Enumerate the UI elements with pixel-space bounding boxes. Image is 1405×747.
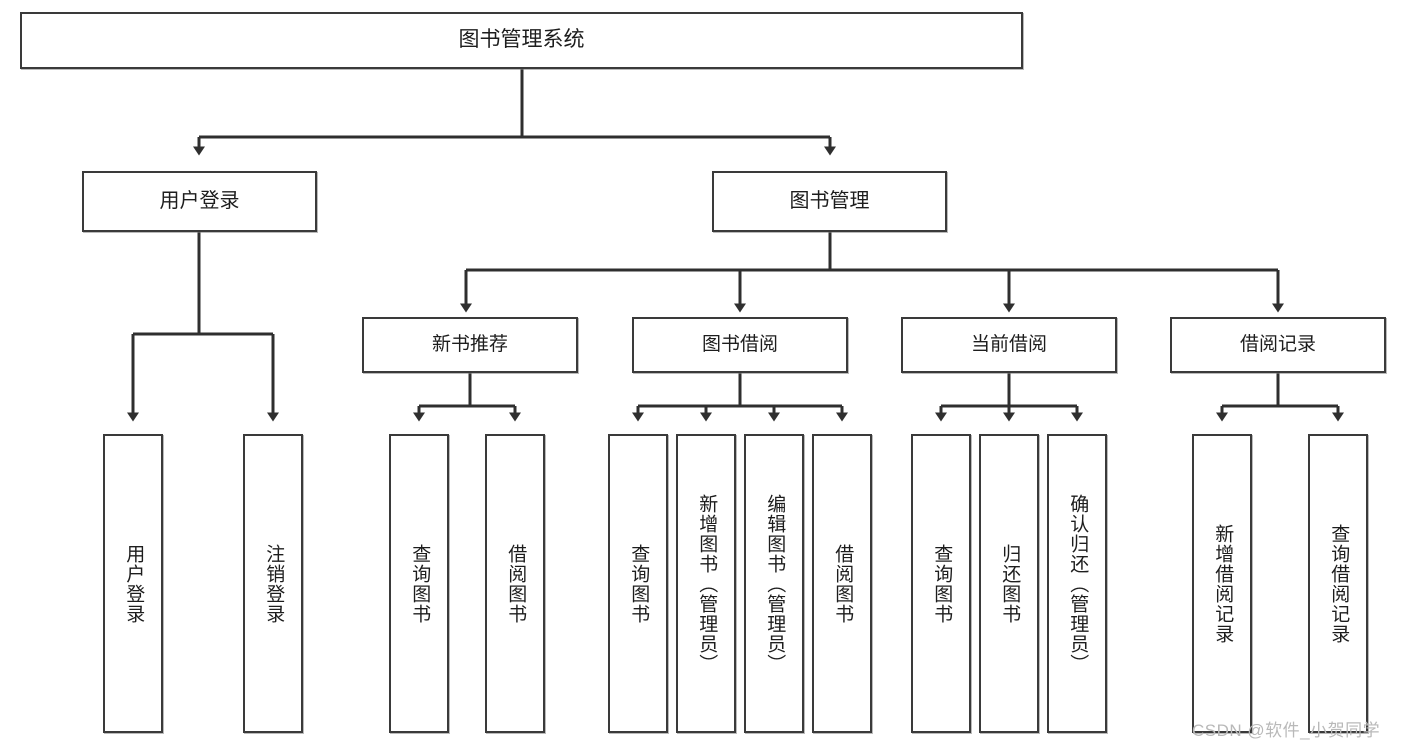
leaf-current-borrow-confirm-return[interactable]: 确认归还（管理员）	[1047, 434, 1107, 733]
node-new-book-recommend[interactable]: 新书推荐	[362, 317, 578, 373]
leaf-label: 新增借阅记录	[1212, 523, 1234, 644]
leaf-new-book-query[interactable]: 查询图书	[389, 434, 449, 733]
leaf-user-login-signout[interactable]: 注销登录	[243, 434, 303, 733]
node-book-management[interactable]: 图书管理	[712, 171, 947, 232]
leaf-label: 查询图书	[409, 543, 431, 624]
watermark-csdn: CSDN @软件_小贺同学	[1192, 716, 1380, 741]
node-book-borrow-label: 图书借阅	[701, 333, 778, 355]
leaf-new-book-borrow[interactable]: 借阅图书	[485, 434, 545, 733]
leaf-label: 新增图书（管理员）	[696, 493, 718, 674]
node-current-borrow[interactable]: 当前借阅	[901, 317, 1117, 373]
node-root-system[interactable]: 图书管理系统	[20, 12, 1023, 69]
leaf-label: 确认归还（管理员）	[1067, 493, 1089, 674]
leaf-label: 借阅图书	[832, 543, 854, 624]
leaf-book-borrow-query[interactable]: 查询图书	[608, 434, 668, 733]
leaf-book-borrow-lend[interactable]: 借阅图书	[812, 434, 872, 733]
node-new-book-recommend-label: 新书推荐	[431, 333, 508, 355]
node-book-management-label: 图书管理	[789, 189, 870, 212]
leaf-borrow-record-query[interactable]: 查询借阅记录	[1308, 434, 1368, 733]
leaf-label: 查询借阅记录	[1328, 523, 1350, 644]
leaf-current-borrow-return[interactable]: 归还图书	[979, 434, 1039, 733]
node-user-login[interactable]: 用户登录	[82, 171, 317, 232]
leaf-user-login-signin[interactable]: 用户登录	[103, 434, 163, 733]
watermark-text: CSDN @软件_小贺同学	[1192, 721, 1381, 740]
node-root-label: 图书管理系统	[458, 28, 585, 52]
node-current-borrow-label: 当前借阅	[970, 333, 1047, 355]
node-book-borrow[interactable]: 图书借阅	[632, 317, 848, 373]
node-user-login-label: 用户登录	[159, 189, 240, 212]
leaf-borrow-record-add[interactable]: 新增借阅记录	[1192, 434, 1252, 733]
leaf-label: 注销登录	[263, 543, 285, 624]
leaf-book-borrow-edit[interactable]: 编辑图书（管理员）	[744, 434, 804, 733]
leaf-label: 借阅图书	[505, 543, 527, 624]
leaf-label: 归还图书	[999, 543, 1021, 624]
leaf-book-borrow-add[interactable]: 新增图书（管理员）	[676, 434, 736, 733]
leaf-label: 查询图书	[628, 543, 650, 624]
leaf-label: 编辑图书（管理员）	[764, 493, 786, 674]
leaf-current-borrow-query[interactable]: 查询图书	[911, 434, 971, 733]
leaf-label: 用户登录	[123, 543, 145, 624]
node-borrow-record[interactable]: 借阅记录	[1170, 317, 1386, 373]
node-borrow-record-label: 借阅记录	[1239, 333, 1316, 355]
leaf-label: 查询图书	[931, 543, 953, 624]
